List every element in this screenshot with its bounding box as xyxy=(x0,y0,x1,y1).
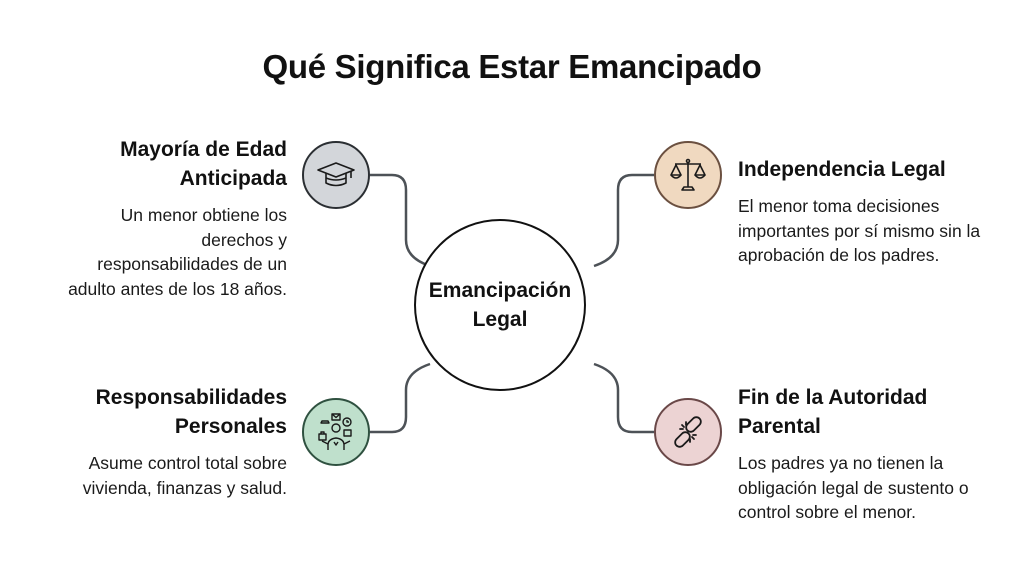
block-description: Los padres ya no tienen la obligación le… xyxy=(738,453,969,522)
block-description: El menor toma decisiones importantes por… xyxy=(738,196,981,265)
node-independencia-legal xyxy=(654,141,722,209)
graduation-cap-icon xyxy=(317,162,355,187)
node-responsabilidades-personales xyxy=(302,398,370,466)
node-mayoria-de-edad xyxy=(302,141,370,209)
block-title-line2: Parental xyxy=(738,415,821,438)
broken-chain-icon xyxy=(674,416,702,448)
block-title-line2: Personales xyxy=(174,415,287,438)
node-fin-autoridad-parental xyxy=(654,398,722,466)
block-description: Un menor obtiene los derechos y responsa… xyxy=(68,205,287,299)
block-description: Asume control total sobre vivienda, fina… xyxy=(82,453,287,498)
block-title-line1: Fin de la Autoridad xyxy=(738,386,928,409)
central-node-label-line1: Emancipación xyxy=(428,279,572,302)
connector-top-left xyxy=(370,173,431,268)
multitasking-person-icon xyxy=(318,413,352,450)
block-title: Independencia Legal xyxy=(738,158,946,181)
connector-top-right xyxy=(593,173,654,268)
central-node-label-line2: Legal xyxy=(472,308,528,331)
central-node: Emancipación Legal xyxy=(414,219,586,391)
block-title-line2: Anticipada xyxy=(179,167,287,190)
connector-bottom-left xyxy=(370,362,431,434)
block-title-line1: Responsabilidades xyxy=(95,386,287,409)
connector-bottom-right xyxy=(593,362,654,434)
block-title-line1: Mayoría de Edad xyxy=(120,138,287,161)
block-independencia-legal: Independencia Legal El menor toma decisi… xyxy=(738,155,988,268)
page-title: Qué Significa Estar Emancipado xyxy=(262,48,762,85)
scales-icon xyxy=(670,158,706,191)
